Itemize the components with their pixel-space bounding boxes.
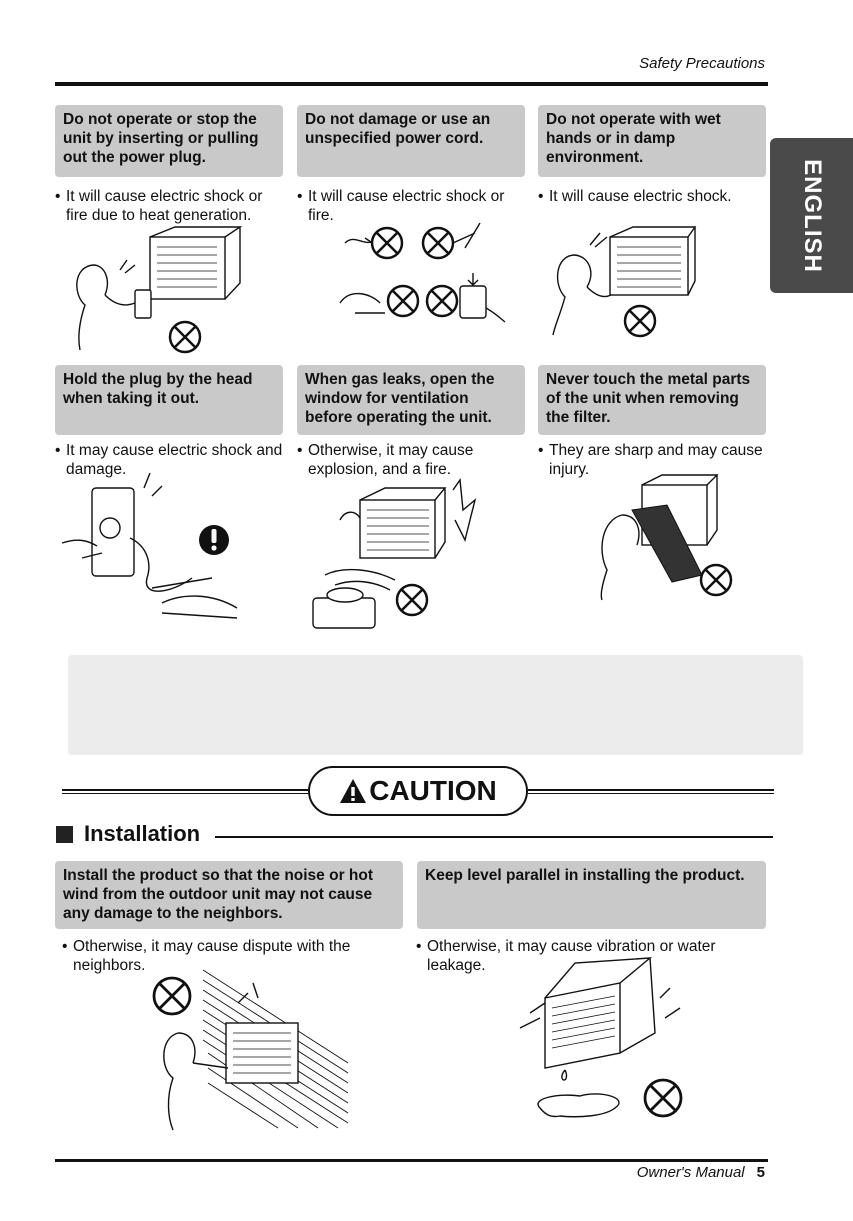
prohibition-icon — [152, 976, 192, 1016]
header-rule — [55, 82, 768, 86]
language-tab-label: ENGLISH — [798, 158, 826, 273]
illustration-power-cord — [339, 222, 506, 323]
caution-rule-left — [62, 789, 308, 791]
prohibition-icon — [699, 563, 733, 597]
prohibition-icon — [370, 226, 404, 260]
prohibition-icon — [168, 320, 202, 354]
warning-title-4: Hold the plug by the head when taking it… — [55, 365, 283, 435]
warning-bullet-3: •It will cause electric shock. — [538, 188, 732, 205]
illustration-plug-head — [61, 472, 238, 619]
warning-title-2: Do not damage or use an unspecified powe… — [297, 105, 525, 177]
illustration-unplug — [76, 226, 243, 354]
exclamation-icon — [199, 525, 229, 555]
caution-rule-right-thin — [528, 793, 774, 794]
prohibition-icon — [643, 1078, 683, 1118]
install-title-2: Keep level parallel in installing the pr… — [417, 861, 766, 929]
warning-title-6: Never touch the metal parts of the unit … — [538, 365, 766, 435]
illustration-noise-neighbors — [152, 969, 349, 1131]
warning-bullet-5: •Otherwise, it may cause explosion, and … — [297, 442, 474, 478]
warning-title-1: Do not operate or stop the unit by inser… — [55, 105, 283, 177]
caution-label: CAUTION — [369, 775, 497, 806]
header-title: Safety Precautions — [639, 55, 765, 72]
section-title: Installation — [84, 821, 201, 846]
prohibition-icon — [425, 284, 459, 318]
footer: Owner's Manual 5 — [637, 1164, 765, 1181]
install-title-1: Install the product so that the noise or… — [55, 861, 403, 929]
illustration-filter-removal — [600, 474, 733, 601]
install-bullet-1: •Otherwise, it may cause dispute with th… — [62, 938, 351, 974]
footer-rule — [55, 1159, 768, 1162]
caution-rule-left-thin — [62, 793, 308, 794]
warning-title-3: Do not operate with wet hands or in damp… — [538, 105, 766, 177]
caution-banner: CAUTION — [308, 766, 528, 816]
install-bullet-2: •Otherwise, it may cause vibration or wa… — [416, 938, 716, 974]
warning-triangle-icon — [340, 779, 367, 803]
illustration-gas-leak — [312, 478, 477, 629]
prohibition-icon — [386, 284, 420, 318]
caution-rule-right — [528, 789, 774, 791]
prohibition-icon — [395, 583, 429, 617]
note-panel — [68, 655, 803, 755]
prohibition-icon — [421, 226, 455, 260]
illustration-wet-hands — [552, 226, 697, 338]
footer-label: Owner's Manual — [636, 1164, 745, 1181]
section-rule — [215, 836, 773, 838]
language-tab: ENGLISH — [770, 138, 853, 293]
warning-bullet-6: •They are sharp and may cause injury. — [538, 442, 763, 478]
warning-title-5: When gas leaks, open the window for vent… — [297, 365, 525, 435]
page-number: 5 — [756, 1164, 765, 1181]
illustration-level-install — [519, 957, 683, 1118]
section-marker — [56, 826, 73, 843]
warning-bullet-2: •It will cause electric shock or fire. — [297, 188, 505, 224]
warning-bullet-4: •It may cause electric shock and damage. — [55, 442, 283, 478]
prohibition-icon — [623, 304, 657, 338]
warning-bullet-1: •It will cause electric shock or fire du… — [55, 188, 263, 224]
